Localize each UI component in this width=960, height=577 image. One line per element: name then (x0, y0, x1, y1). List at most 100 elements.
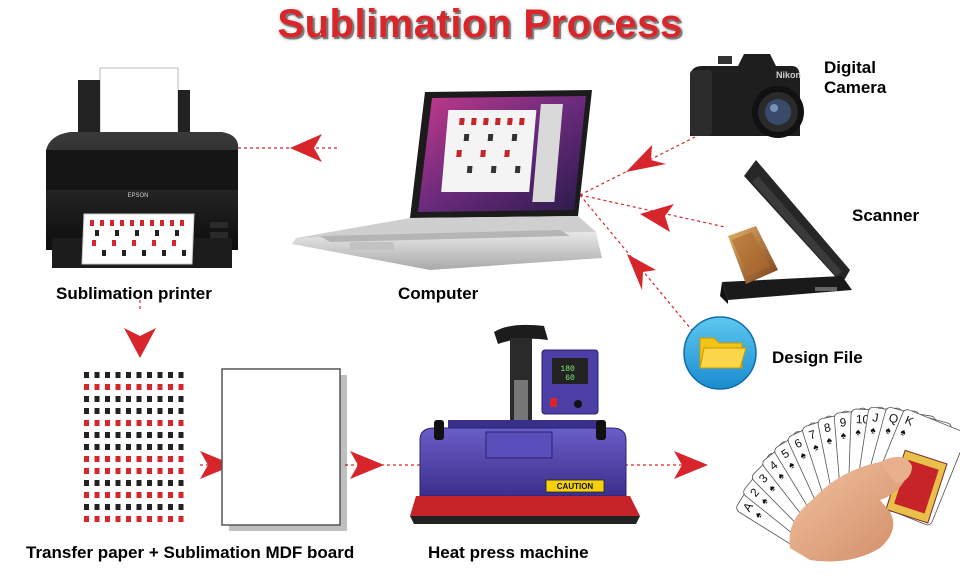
paper-card-mark (168, 408, 173, 414)
arrows (124, 134, 708, 479)
paper-card-mark (168, 480, 173, 486)
paper-card-mark (94, 372, 100, 378)
paper-card-mark (178, 456, 184, 462)
paper-card-mark (168, 396, 173, 402)
paper-card-mark (126, 504, 131, 510)
scanner-label: Scanner (852, 206, 920, 225)
paper-card-mark (147, 516, 152, 522)
paper-card-mark (94, 420, 100, 426)
paper-card-mark (157, 420, 163, 426)
paper-card-mark (147, 396, 152, 402)
paper-card-mark (94, 480, 100, 486)
paper-card-mark (147, 468, 152, 474)
paper-card-mark (84, 444, 89, 450)
paper-card-mark (105, 396, 110, 402)
paper-card-mark (178, 516, 184, 522)
paper-card-mark (115, 480, 121, 486)
paper-card-mark (178, 372, 184, 378)
paper-card-mark (115, 408, 121, 414)
paper-card-mark (126, 492, 131, 498)
paper-card-mark (115, 420, 121, 426)
paper-card-mark (147, 408, 152, 414)
paper-card-mark (157, 516, 163, 522)
spade-icon: ♠ (787, 459, 798, 472)
spade-icon: ♠ (870, 425, 878, 437)
paper-card-mark (157, 444, 163, 450)
paper-card-mark (105, 384, 110, 390)
paper-card-mark (178, 492, 184, 498)
paper-card-mark (168, 384, 173, 390)
paper-card-mark (136, 480, 142, 486)
paper-card-mark (168, 456, 173, 462)
arrow-press-to-cards (674, 451, 708, 479)
paper-card-mark (94, 492, 100, 498)
paper-card-mark (84, 504, 89, 510)
paper-card-mark (126, 372, 131, 378)
camera-brand: Nikon (776, 70, 801, 80)
arrow-board-to-press (350, 451, 384, 479)
paper-card-mark (105, 468, 110, 474)
paper-card-mark (115, 444, 121, 450)
spade-icon: ♠ (840, 430, 847, 441)
paper-card-mark (84, 432, 89, 438)
paper-card-mark (84, 408, 89, 414)
press-display: 180 60 (560, 365, 579, 383)
paper-card-mark (126, 384, 131, 390)
paper-card-mark (126, 408, 131, 414)
spade-icon: ♠ (759, 495, 771, 507)
paper-card-mark (105, 444, 110, 450)
computer-label: Computer (398, 284, 479, 303)
paper-card-mark (147, 444, 152, 450)
paper-card-mark (147, 420, 152, 426)
paper-card-mark (105, 408, 110, 414)
paper-card-mark (147, 384, 152, 390)
paper-card-mark (126, 432, 131, 438)
paper-card-mark (157, 504, 163, 510)
paper-card-mark (136, 372, 142, 378)
arrow-camera-to-computer (626, 145, 666, 172)
scanner-illustration (720, 160, 852, 304)
paper-card-mark (105, 504, 110, 510)
paper-card-mark (94, 396, 100, 402)
spade-icon: ♠ (799, 450, 809, 463)
paper-card-mark (84, 516, 89, 522)
paper-card-mark (115, 468, 121, 474)
paper-card-mark (84, 372, 89, 378)
paper-card-mark (178, 396, 184, 402)
paper-card-mark (105, 516, 110, 522)
paper-card-mark (168, 516, 173, 522)
camera-illustration: Nikon (690, 54, 804, 138)
transfer-paper-illustration (80, 368, 192, 528)
paper-card-mark (168, 504, 173, 510)
card-rank: Q (887, 411, 900, 427)
arrow-design-to-computer (627, 254, 656, 290)
paper-card-mark (157, 480, 163, 486)
card-rank: 9 (839, 415, 847, 430)
paper-card-mark (136, 516, 142, 522)
paper-card-mark (178, 480, 184, 486)
paper-card-mark (136, 456, 142, 462)
spade-icon: ♠ (753, 510, 766, 521)
paper-card-mark (115, 492, 121, 498)
heat-press-illustration: 180 60 CAUTION (410, 324, 640, 524)
paper-card-mark (157, 492, 163, 498)
paper-card-mark (94, 516, 100, 522)
paper-card-mark (126, 444, 131, 450)
card-rank: 8 (823, 420, 833, 435)
spade-icon: ♠ (776, 470, 788, 482)
paper-card-mark (178, 420, 184, 426)
paper-card-mark (147, 504, 152, 510)
paper-card-mark (94, 444, 100, 450)
page-title: Sublimation Process (277, 2, 683, 46)
paper-card-mark (136, 420, 142, 426)
paper-card-mark (84, 492, 89, 498)
paper-card-mark (115, 516, 121, 522)
paper-card-mark (136, 468, 142, 474)
paper-card-mark (168, 432, 173, 438)
printer-label: Sublimation printer (56, 284, 212, 303)
paper-card-mark (157, 408, 163, 414)
paper-card-mark (105, 480, 110, 486)
printer-brand: EPSON (127, 193, 148, 199)
spade-icon: ♠ (884, 425, 893, 437)
